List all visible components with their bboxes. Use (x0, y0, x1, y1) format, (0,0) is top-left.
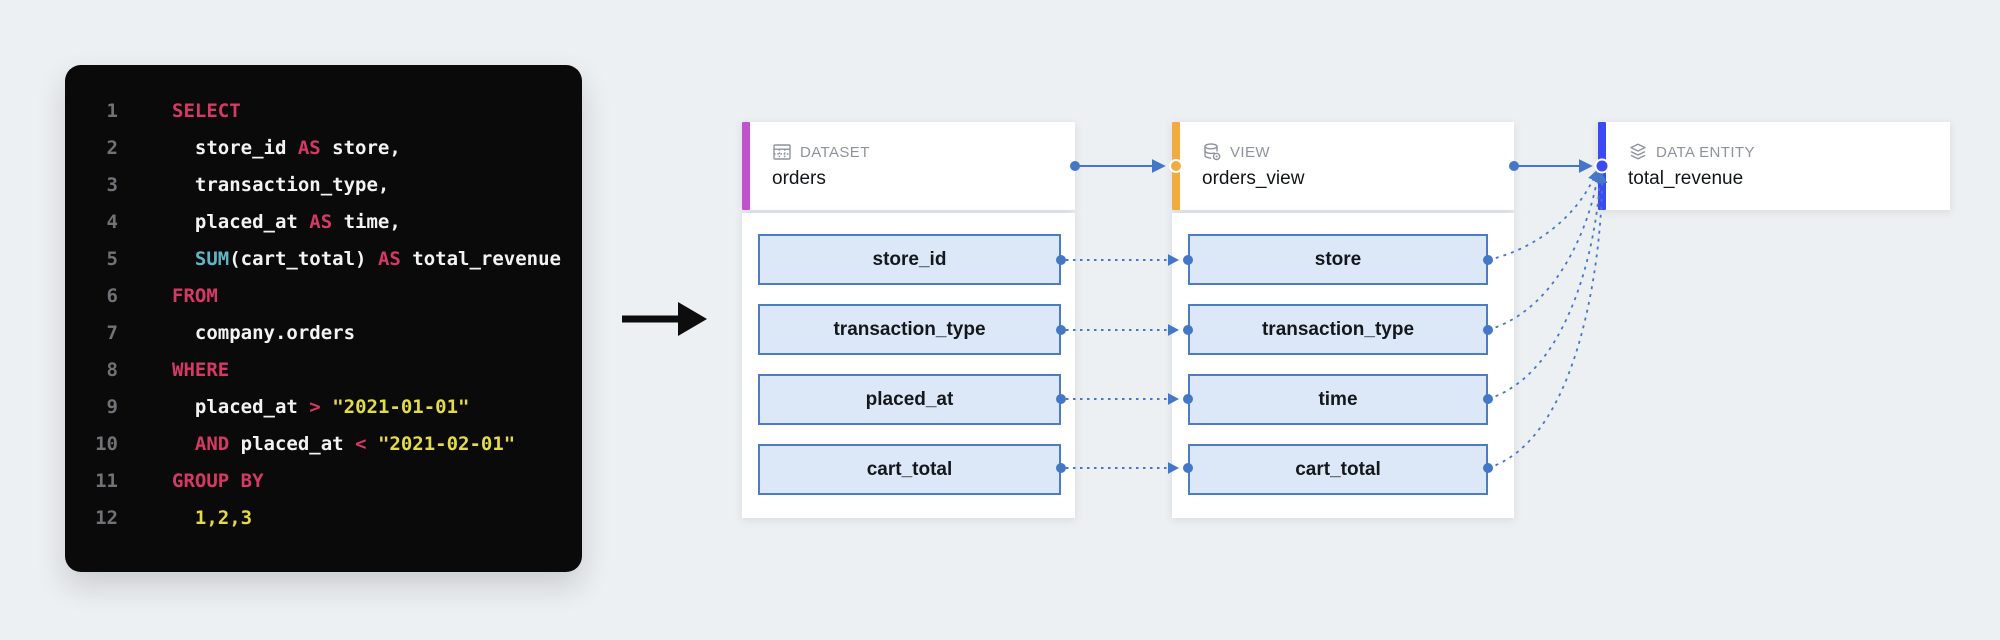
node-type-label: DATASET (800, 143, 870, 161)
code-token: FROM (172, 285, 218, 307)
code-line: 3 transaction_type, (65, 167, 582, 204)
code-token: company.orders (172, 322, 356, 344)
line-number: 7 (106, 322, 118, 344)
code-token: AS (297, 137, 321, 159)
line-number: 8 (106, 359, 118, 381)
code-line: 11 GROUP BY (65, 463, 582, 500)
transform-arrow-icon (622, 302, 707, 336)
field-chip[interactable]: store (1188, 234, 1488, 285)
code-token: > (309, 396, 321, 418)
field-chip[interactable]: transaction_type (758, 304, 1061, 355)
node-name: orders (772, 168, 826, 189)
code-token: total_revenue (400, 248, 561, 270)
database-view-icon (1204, 143, 1221, 161)
code-line: 5 SUM(cart_total) AS total_revenue (65, 241, 582, 278)
code-token: placed_at (229, 433, 356, 455)
code-token: placed_at (172, 396, 310, 418)
code-token: AS (309, 211, 333, 233)
data-entity-node[interactable]: DATA ENTITY total_revenue (1598, 122, 1950, 210)
code-line: 12 1,2,3 (65, 500, 582, 537)
node-name: total_revenue (1628, 168, 1744, 189)
code-token: transaction_type, (172, 174, 390, 196)
code-line: 2 store_id AS store, (65, 130, 582, 167)
node-name: orders_view (1202, 168, 1305, 189)
code-token: GROUP BY (172, 470, 264, 492)
code-token: "2021-01-01" (332, 396, 470, 418)
code-token: store_id (172, 137, 298, 159)
node-type-label: DATA ENTITY (1656, 143, 1755, 161)
code-token (172, 248, 195, 270)
line-number: 5 (106, 248, 118, 270)
node-type-label: VIEW (1230, 143, 1270, 161)
code-token: placed_at (172, 211, 310, 233)
field-chip[interactable]: time (1188, 374, 1488, 425)
dataset-accent-bar (742, 122, 750, 210)
edge-orders-to-ordersview (1070, 159, 1183, 173)
code-token: SELECT (172, 100, 241, 122)
field-chip[interactable]: transaction_type (1188, 304, 1488, 355)
code-token: 1,2,3 (172, 507, 253, 529)
line-number: 4 (106, 211, 118, 233)
code-token: < (355, 433, 367, 455)
line-number: 1 (106, 100, 118, 122)
code-token: "2021-02-01" (377, 433, 516, 455)
view-node[interactable]: VIEW orders_view store transaction_type … (1172, 122, 1514, 518)
field-chip[interactable]: cart_total (758, 444, 1061, 495)
layers-icon (1630, 143, 1646, 160)
code-token: WHERE (172, 359, 230, 381)
line-number: 12 (95, 507, 118, 529)
field-chip[interactable]: store_id (758, 234, 1061, 285)
code-line: 8 WHERE (65, 352, 582, 389)
code-line: 6 FROM (65, 278, 582, 315)
code-line: 10 AND placed_at < "2021-02-01" (65, 426, 582, 463)
code-token: (cart_total) (229, 248, 378, 270)
dataset-header[interactable]: DATASET orders (742, 122, 1075, 210)
field-chip[interactable]: placed_at (758, 374, 1061, 425)
line-number: 6 (106, 285, 118, 307)
code-line: 4 placed_at AS time, (65, 204, 582, 241)
view-field-list: store transaction_type time cart_total (1172, 213, 1514, 518)
code-token: AS (377, 248, 401, 270)
data-entity-header[interactable]: DATA ENTITY total_revenue (1598, 122, 1950, 210)
field-chip[interactable]: cart_total (1188, 444, 1488, 495)
entity-accent-bar (1598, 122, 1606, 210)
code-line: 1 SELECT (65, 93, 582, 130)
view-header[interactable]: VIEW orders_view (1172, 122, 1514, 210)
line-number: 9 (106, 396, 118, 418)
dataset-node[interactable]: DATASET orders store_id transaction_type… (742, 122, 1075, 518)
code-token (367, 433, 378, 455)
code-token: time, (332, 211, 401, 233)
code-token (321, 396, 332, 418)
dataset-field-list: store_id transaction_type placed_at cart… (742, 213, 1075, 518)
code-token: AND (194, 433, 230, 455)
line-number: 2 (106, 137, 118, 159)
code-token (172, 433, 195, 455)
line-number: 10 (95, 433, 118, 455)
line-number: 11 (95, 470, 118, 492)
view-accent-bar (1172, 122, 1180, 210)
table-icon (773, 144, 791, 160)
code-line: 9 placed_at > "2021-01-01" (65, 389, 582, 426)
code-line: 7 company.orders (65, 315, 582, 352)
code-token: store, (320, 137, 401, 159)
line-number: 3 (106, 174, 118, 196)
sql-code-panel: 1 SELECT 2 store_id AS store, 3 transact… (65, 65, 582, 572)
code-token: SUM (194, 248, 230, 270)
edge-ordersview-to-totalrevenue (1509, 159, 1593, 173)
